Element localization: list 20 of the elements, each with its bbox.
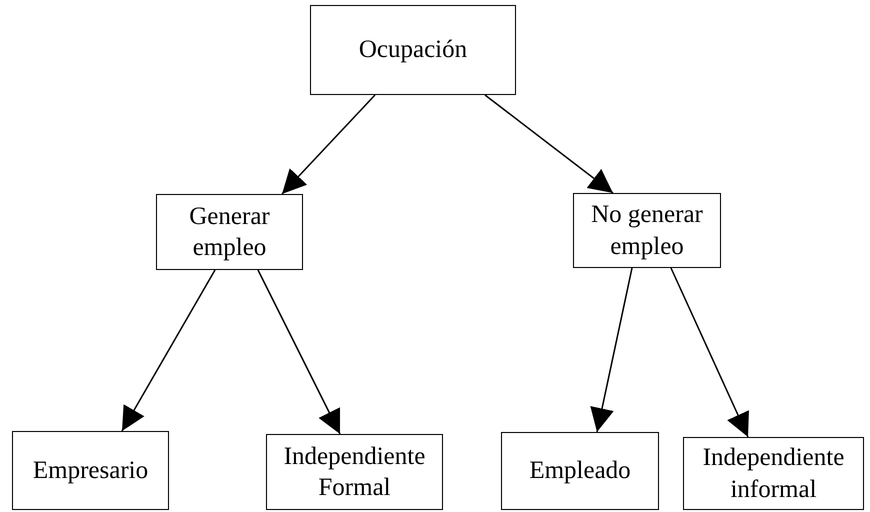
box	[310, 5, 516, 95]
box	[266, 434, 443, 510]
node-label: Independiente informal	[702, 443, 846, 504]
box	[683, 437, 864, 510]
arrow	[281, 94, 376, 195]
node-label: Independiente Formal	[282, 442, 426, 503]
arrow	[670, 268, 749, 438]
box	[156, 194, 303, 270]
node-label: Empresario	[32, 456, 148, 486]
node-label: Empleado	[529, 456, 631, 486]
arrow	[121, 270, 216, 432]
node-label: Ocupación	[358, 35, 468, 66]
box	[12, 431, 169, 510]
node-label: Generar empleo	[188, 202, 271, 263]
arrow	[257, 270, 341, 434]
arrow	[590, 268, 633, 432]
box	[501, 432, 659, 510]
arrow	[484, 94, 614, 194]
box	[573, 193, 721, 268]
node-label: No generar empleo	[590, 200, 704, 262]
